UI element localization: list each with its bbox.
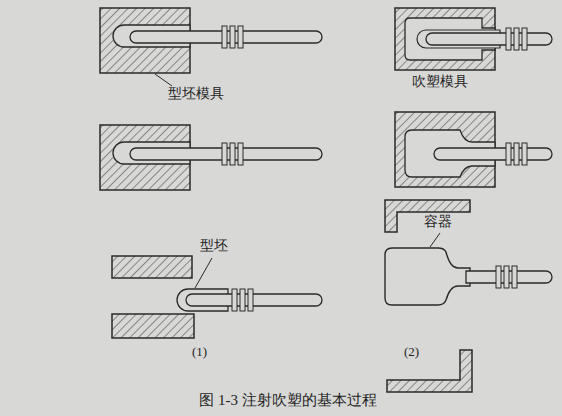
- blow-mold: [395, 112, 552, 187]
- preform-mold: [100, 125, 322, 190]
- step-number: (1): [192, 345, 207, 359]
- figure-caption: 图 1-3 注射吹塑的基本过程: [199, 392, 377, 409]
- opened-blow-mold: [385, 200, 552, 392]
- opened-mold: [112, 256, 322, 338]
- part-label: 型坯模具: [168, 86, 224, 101]
- part-label: 型坯: [200, 238, 228, 253]
- part-label: 吹塑模具: [412, 74, 468, 89]
- leader-line: [195, 258, 212, 288]
- leader-line: [155, 74, 172, 86]
- preform-mold: [100, 8, 322, 73]
- part-label: 容器: [424, 214, 452, 229]
- leader-line: [430, 233, 440, 247]
- step-number: (2): [404, 345, 419, 359]
- blow-mold: [395, 8, 552, 70]
